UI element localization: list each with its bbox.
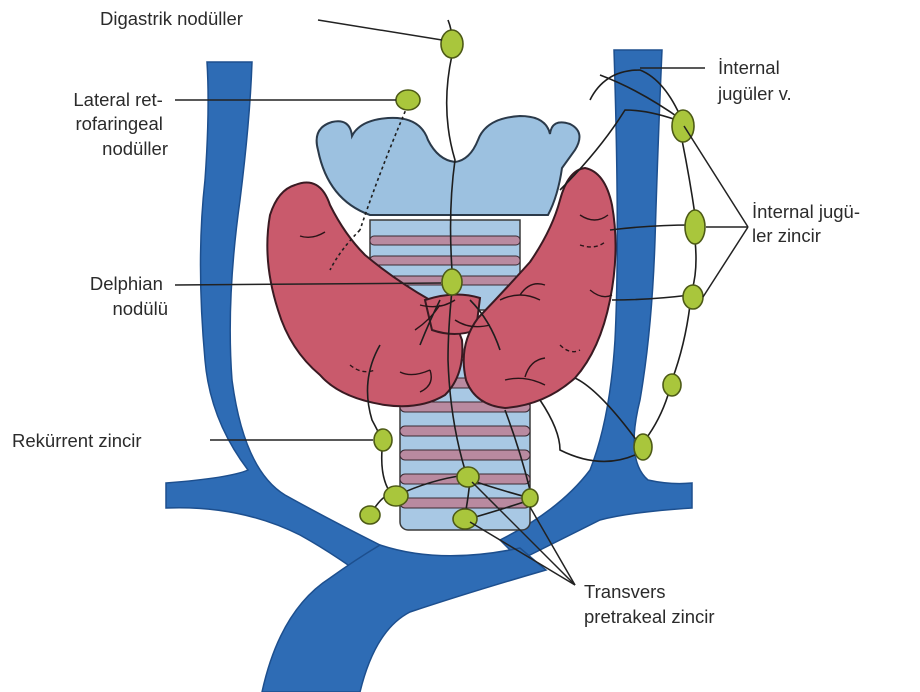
tracheal-ring xyxy=(400,450,530,460)
label-delphian: Delphian nodülü xyxy=(90,273,168,319)
label-internal-jugular-chain: İnternal jugü- ler zincir xyxy=(752,201,865,246)
label-recurrent: Rekürrent zincir xyxy=(12,430,142,451)
label-lateral-retro: Lateral ret- rofaringeal nodüller xyxy=(73,89,168,159)
label-digastric: Digastrik nodüller xyxy=(100,8,243,29)
label-line: pretrakeal zincir xyxy=(584,606,715,627)
pretracheal-node xyxy=(453,509,477,529)
label-line: Lateral ret- xyxy=(73,89,162,110)
label-line: ler zincir xyxy=(752,225,821,246)
label-internal-jugular-vein: İnternal jugüler v. xyxy=(717,57,792,104)
label-line: Transvers xyxy=(584,581,666,602)
label-line: İnternal xyxy=(718,57,780,78)
label-line: Delphian xyxy=(90,273,163,294)
internal-jugular-node xyxy=(634,434,652,460)
label-pretracheal: Transvers pretrakeal zincir xyxy=(584,581,715,627)
tracheal-ring xyxy=(370,236,520,245)
internal-jugular-node xyxy=(685,210,705,244)
digastric-node xyxy=(441,30,463,58)
leader-ij-chain xyxy=(703,227,748,297)
delphian-node xyxy=(442,269,462,295)
label-line: jugüler v. xyxy=(717,83,792,104)
label-line: İnternal jugü- xyxy=(752,201,860,222)
internal-jugular-node xyxy=(683,285,703,309)
pretracheal-node xyxy=(457,467,479,487)
brachiocephalic-vein xyxy=(262,545,546,692)
pretracheal-node xyxy=(522,489,538,507)
label-line: rofaringeal xyxy=(75,113,162,134)
recurrent-node xyxy=(374,429,392,451)
recurrent-node xyxy=(384,486,408,506)
lateral-retropharyngeal-node xyxy=(396,90,420,110)
leader-digastric xyxy=(318,20,442,40)
tracheal-ring xyxy=(370,256,520,265)
recurrent-node xyxy=(360,506,380,524)
internal-jugular-node xyxy=(663,374,681,396)
label-line: nodüller xyxy=(102,138,168,159)
label-line: nodülü xyxy=(112,298,168,319)
